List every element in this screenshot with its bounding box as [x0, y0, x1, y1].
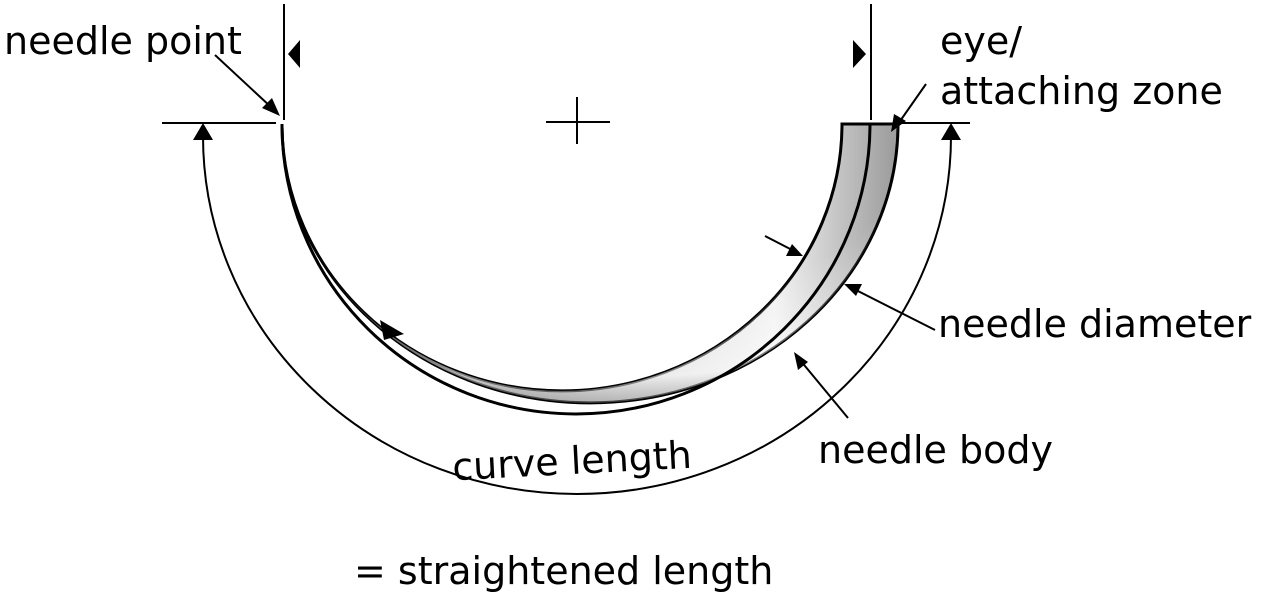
chord-arrowheads: [288, 40, 866, 68]
eye-label: eye/: [940, 19, 1022, 63]
needle-diameter-leader: [844, 284, 936, 331]
needle-body-shape: [280, 122, 900, 416]
needle-point-leader: [214, 54, 280, 116]
center-cross: [546, 97, 610, 144]
curve-length-label: curve length: [451, 433, 693, 489]
needle-diameter-label: needle diameter: [938, 302, 1252, 346]
needle-diameter-arrow-outer: [764, 235, 803, 256]
needle-body-leader: [794, 352, 849, 419]
eye-leader: [891, 83, 927, 132]
straightened-length-label: = straightened length: [354, 549, 773, 593]
needle-diameter-arrow-inner: [380, 320, 404, 340]
chord-dimension-lines: [283, 4, 872, 120]
attaching-zone-label: attaching zone: [940, 69, 1223, 113]
needle-point-label: needle point: [4, 19, 242, 63]
needle-body-label: needle body: [818, 428, 1053, 472]
curve-length-arc: [193, 123, 961, 495]
